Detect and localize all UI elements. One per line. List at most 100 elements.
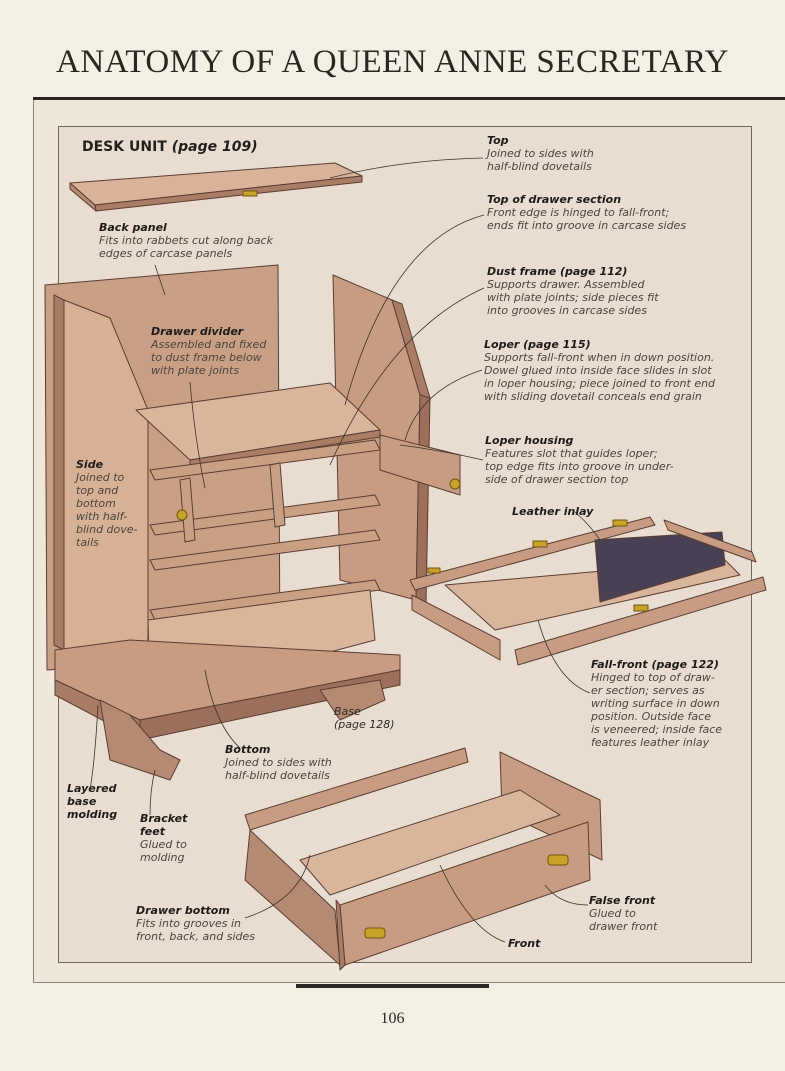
callout-front: Front <box>508 937 540 950</box>
callout-leather-inlay-title: Leather inlay <box>512 505 594 518</box>
callout-dust-frame-title: Dust frame (page 112) <box>487 265 628 278</box>
callout-back-panel-desc-1: Fits into rabbets cut along back <box>99 234 273 247</box>
callout-loper-housing-title: Loper housing <box>485 434 574 447</box>
leader-fall-front <box>537 619 591 694</box>
callout-loper-housing-desc-2: top edge fits into groove in under- <box>485 460 674 473</box>
callout-loper-housing: Loper housing Features slot that guides … <box>485 434 674 486</box>
callout-drawer-bottom-title: Drawer bottom <box>136 904 230 917</box>
callout-bracket-feet: Bracket feet Glued to molding <box>140 812 187 864</box>
callout-front-title: Front <box>508 937 541 950</box>
callout-fall-front-desc-1: Hinged to top of draw- <box>591 671 715 684</box>
callout-loper-housing-desc-3: side of drawer section top <box>485 473 629 486</box>
callout-top-drawer-section-title: Top of drawer section <box>487 193 622 206</box>
callout-loper-title: Loper (page 115) <box>484 338 591 351</box>
callout-fall-front-desc-4: position. Outside face <box>591 710 711 723</box>
callout-side-desc-4: with half- <box>76 510 128 523</box>
callout-base-desc-1: (page 128) <box>334 718 395 731</box>
dust-frame <box>149 439 381 621</box>
callout-side-desc-3: bottom <box>76 497 116 510</box>
callout-side-desc-5: blind dove- <box>76 523 138 536</box>
callout-top-drawer-section: Top of drawer section Front edge is hing… <box>487 193 686 232</box>
callout-top-desc-1: Joined to sides with <box>487 147 594 160</box>
left-side-panel <box>53 294 149 706</box>
loper <box>176 434 461 521</box>
callout-drawer-divider-desc-2: to dust frame below <box>151 351 262 364</box>
leader-front <box>439 864 506 943</box>
callout-dust-frame: Dust frame (page 112) Supports drawer. A… <box>487 265 659 317</box>
top-rule <box>33 97 785 100</box>
callout-drawer-divider-title: Drawer divider <box>151 325 244 338</box>
callout-top-drawer-section-desc-1: Front edge is hinged to fall-front; <box>487 206 670 219</box>
leader-loper <box>404 369 483 441</box>
callout-loper-desc-2: Dowel glued into inside face slides in s… <box>484 364 712 377</box>
callout-loper: Loper (page 115) Supports fall-front whe… <box>484 338 715 403</box>
callout-layered-base-molding-title: Layered <box>67 782 117 795</box>
callout-fall-front-desc-5: is veneered; inside face <box>591 723 723 736</box>
callout-bracket-feet-desc-1: feet <box>140 825 165 838</box>
leader-loper-housing <box>399 444 484 461</box>
callout-loper-desc-4: with sliding dovetail conceals end grain <box>484 390 702 403</box>
callout-drawer-bottom-desc-2: front, back, and sides <box>136 930 255 943</box>
base <box>54 639 401 781</box>
callout-false-front: False front Glued to drawer front <box>589 894 657 933</box>
leader-leather-inlay <box>574 511 601 541</box>
callout-loper-housing-desc-1: Features slot that guides loper; <box>485 447 658 460</box>
callout-fall-front-title: Fall-front (page 122) <box>591 658 719 671</box>
callout-layered-base-molding-desc-2: molding <box>67 808 118 821</box>
callout-top-drawer-section-desc-2: ends fit into groove in carcase sides <box>487 219 687 232</box>
leader-layered-base-molding <box>89 704 99 791</box>
callout-layered-base-molding: Layered base molding <box>67 782 117 821</box>
section-page-ref: (page 109) <box>171 139 258 155</box>
callout-bottom: Bottom Joined to sides with half-blind d… <box>225 743 332 782</box>
leader-bottom <box>204 669 241 749</box>
callout-bottom-title: Bottom <box>225 743 271 756</box>
callout-fall-front-desc-2: er section; serves as <box>591 684 705 697</box>
callout-back-panel-title: Back panel <box>99 221 167 234</box>
top-board <box>69 162 363 212</box>
callout-side: Side Joined to top and bottom with half-… <box>76 458 138 549</box>
callout-fall-front-desc-3: writing surface in down <box>591 697 720 710</box>
bottom-rule <box>296 984 489 988</box>
callout-leather-inlay: Leather inlay <box>512 505 593 518</box>
callout-base-title: Base <box>334 705 361 718</box>
callout-false-front-desc-1: Glued to <box>589 907 636 920</box>
leader-back-panel <box>154 264 166 296</box>
callout-side-desc-2: top and <box>76 484 119 497</box>
callout-top-title: Top <box>487 134 509 147</box>
leader-top <box>329 157 484 179</box>
section-heading: DESK UNIT (page 109) <box>82 139 258 155</box>
callout-loper-desc-3: in loper housing; piece joined to front … <box>484 377 716 390</box>
callout-false-front-title: False front <box>589 894 656 907</box>
callout-dust-frame-desc-1: Supports drawer. Assembled <box>487 278 645 291</box>
callout-side-desc-1: Joined to <box>76 471 125 484</box>
callout-top: Top Joined to sides with half-blind dove… <box>487 134 594 173</box>
callout-drawer-divider: Drawer divider Assembled and fixed to du… <box>151 325 266 377</box>
leader-false-front <box>544 884 589 906</box>
callout-loper-desc-1: Supports fall-front when in down positio… <box>484 351 715 364</box>
callout-back-panel-desc-2: edges of carcase panels <box>99 247 233 260</box>
callout-drawer-divider-desc-1: Assembled and fixed <box>151 338 267 351</box>
section-title: DESK UNIT <box>82 139 167 155</box>
callout-drawer-bottom-desc-1: Fits into grooves in <box>136 917 241 930</box>
leader-drawer-bottom <box>244 854 311 919</box>
callout-false-front-desc-2: drawer front <box>589 920 658 933</box>
callout-dust-frame-desc-2: with plate joints; side pieces fit <box>487 291 659 304</box>
leader-dust-frame <box>329 287 485 466</box>
callout-bracket-feet-desc-2: Glued to <box>140 838 187 851</box>
callout-dust-frame-desc-3: into grooves in carcase sides <box>487 304 647 317</box>
callout-bottom-desc-1: Joined to sides with <box>225 756 332 769</box>
callout-fall-front: Fall-front (page 122) Hinged to top of d… <box>591 658 722 749</box>
callout-bottom-desc-2: half-blind dovetails <box>225 769 330 782</box>
page-title: ANATOMY OF A QUEEN ANNE SECRETARY <box>55 44 729 80</box>
callout-layered-base-molding-desc-1: base <box>67 795 97 808</box>
callout-back-panel: Back panel Fits into rabbets cut along b… <box>99 221 273 260</box>
callout-side-title: Side <box>76 458 104 471</box>
callout-top-desc-2: half-blind dovetails <box>487 160 592 173</box>
callout-fall-front-desc-6: features leather inlay <box>591 736 710 749</box>
callout-drawer-bottom: Drawer bottom Fits into grooves in front… <box>136 904 255 943</box>
fall-front <box>409 516 767 666</box>
callout-base: Base (page 128) <box>334 705 395 731</box>
leader-bracket-feet <box>149 769 156 816</box>
page-number: 106 <box>380 1010 405 1027</box>
